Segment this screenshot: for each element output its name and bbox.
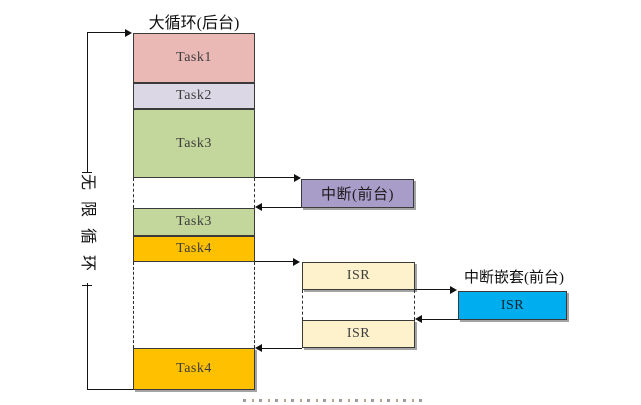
task-label: Task2 xyxy=(176,88,212,103)
arrowhead-left-icon xyxy=(415,315,422,323)
task-label: Task3 xyxy=(176,214,212,229)
interrupt-box: 中断(前台) xyxy=(301,179,414,208)
gap2-dashed-right xyxy=(254,262,255,348)
arrow-line xyxy=(262,348,302,349)
arrowhead-left-icon xyxy=(255,344,262,352)
isr-gap-dashed-left xyxy=(302,290,303,320)
gap1-dashed-right xyxy=(254,178,255,208)
infinite-loop-label: 无限循环 xyxy=(77,173,97,283)
task-box-task3: Task3 xyxy=(133,109,255,178)
isr-label: ISR xyxy=(346,268,371,283)
nested-interrupt-title: 中断嵌套(前台) xyxy=(464,270,564,286)
arrowhead-right-icon xyxy=(294,174,301,182)
background-loop-title: 大循环(后台) xyxy=(148,15,240,32)
task-box-task3-resumed: Task3 xyxy=(133,208,255,236)
task-box-task1: Task1 xyxy=(133,33,255,83)
isr-label: ISR xyxy=(346,326,371,341)
task-label: Task1 xyxy=(176,50,212,65)
loop-bottom-connector xyxy=(87,389,133,390)
task-label: Task4 xyxy=(176,241,212,256)
arrow-line xyxy=(262,207,301,208)
interrupt-label: 中断(前台) xyxy=(321,187,394,203)
loop-line-tick-bottom xyxy=(82,285,92,286)
cropped-caption-text xyxy=(243,399,428,402)
gap1-dashed-left xyxy=(133,178,134,208)
isr-box-2: ISR xyxy=(302,320,415,348)
isr-box-1: ISR xyxy=(302,262,415,290)
gap2-dashed-left xyxy=(133,262,134,348)
isr-label: ISR xyxy=(500,297,525,313)
arrow-line xyxy=(255,261,293,262)
arrow-line xyxy=(255,177,294,178)
arrowhead-right-icon xyxy=(450,286,457,294)
task-label: Task4 xyxy=(176,361,212,376)
arrowhead-right-icon xyxy=(293,258,300,266)
nested-isr-box: ISR xyxy=(458,291,567,320)
task-box-task4-resumed: Task4 xyxy=(133,348,255,390)
arrow-line xyxy=(422,319,458,320)
arrowhead-left-icon xyxy=(255,203,262,211)
arrowhead-right-icon xyxy=(125,29,132,37)
task-box-task4: Task4 xyxy=(133,236,255,262)
isr-gap-dashed-right xyxy=(414,290,415,320)
arrow-line xyxy=(87,32,125,33)
arrow-line xyxy=(415,289,450,290)
task-label: Task3 xyxy=(176,135,212,151)
task-box-task2: Task2 xyxy=(133,83,255,109)
loop-line-tick-top xyxy=(82,172,92,173)
